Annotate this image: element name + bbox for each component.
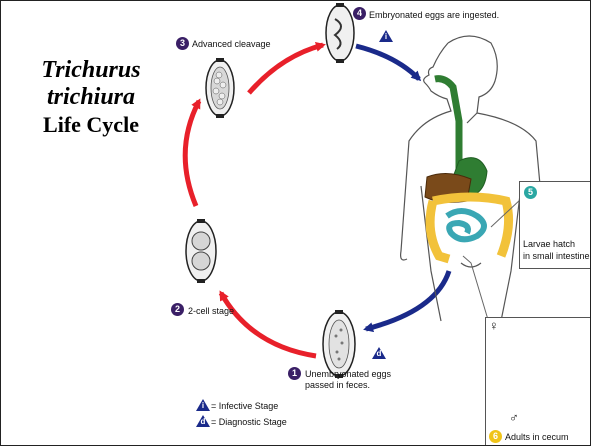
legend-infective-icon: i [196,399,210,411]
esophagus [435,79,459,171]
arrow-unembryonated-to-two-cell [221,293,316,356]
stage-1-label-line2: passed in feces. [305,380,370,391]
legend-diagnostic-icon: d [196,415,210,427]
egg-two-cell [186,219,216,283]
egg-embryonated [326,3,354,63]
infective-letter: i [383,32,389,42]
diagnostic-stage-marker: d [372,347,386,359]
arrow-two-cell-to-advanced [185,101,199,206]
title-species: trichiura [15,84,167,111]
legend-diagnostic-letter: d [200,417,206,427]
stage-3-badge: 3 [176,37,189,50]
female-symbol: ♀ [489,319,499,333]
title-life-cycle: Life Cycle [15,112,167,138]
arrow-ingestion [356,46,419,79]
small-intestine [447,211,484,239]
stage-6-label: Adults in cecum [505,432,569,443]
stage-5-label-line2: in small intestine [523,251,590,262]
stage-4-label: Embryonated eggs are ingested. [369,10,499,21]
egg-advanced-cleavage [206,58,234,118]
arrow-advanced-to-embryonated [249,45,323,93]
stage-2-label: 2-cell stage [188,306,234,317]
stage-3-label: Advanced cleavage [192,39,271,50]
stage-1-label-line1: Unembryonated eggs [305,369,391,380]
stage-2-badge: 2 [171,303,184,316]
infective-stage-marker: i [379,30,393,42]
male-symbol: ♂ [509,411,519,425]
legend-infective-letter: i [200,401,206,411]
title-genus: Trichurus [15,57,167,84]
stage-4-badge: 4 [353,7,366,20]
stage-1-badge: 1 [288,367,301,380]
legend-diagnostic-text: = Diagnostic Stage [211,417,287,428]
stage-6-badge: 6 [489,430,502,443]
legend-infective-text: = Infective Stage [211,401,278,412]
stage-5-label-line1: Larvae hatch [523,239,575,250]
adults-panel [485,317,591,446]
stage-5-badge: 5 [524,186,537,199]
egg-unembryonated [323,310,355,378]
diagnostic-letter: d [376,349,382,359]
